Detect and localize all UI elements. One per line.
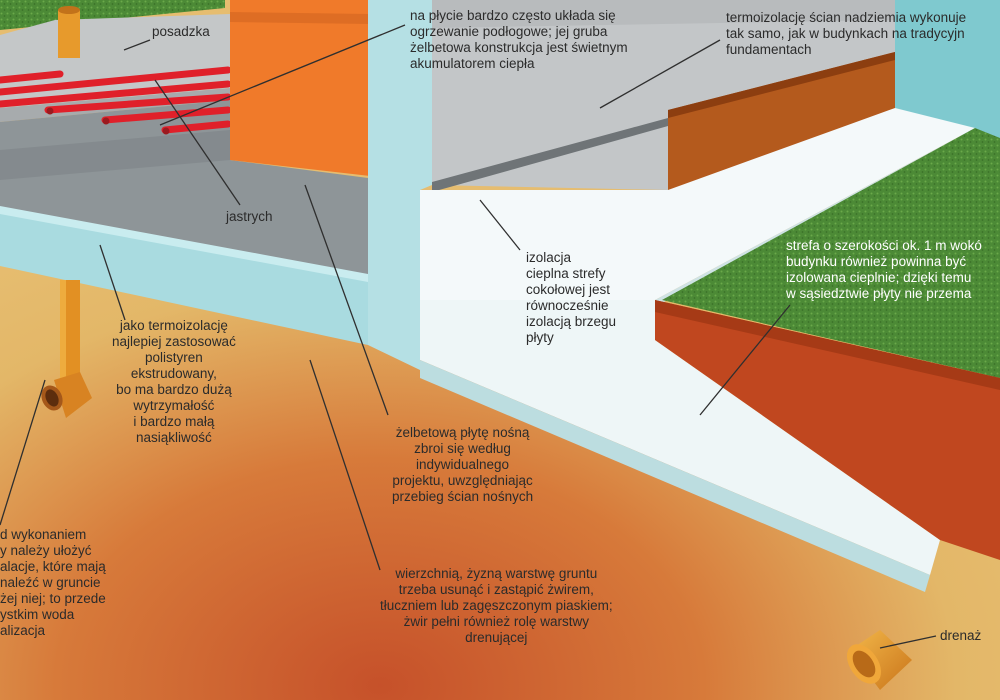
heating-pipe-icon	[44, 93, 232, 114]
heating-pipe-icon	[0, 66, 232, 96]
label-slab-reinforcement: żelbetową płytę nośną zbroi się według i…	[392, 425, 534, 504]
concrete-slab-shadow	[0, 130, 230, 180]
label-xps-polystyrene: jako termoizolację najlepiej zastosować …	[112, 318, 236, 445]
label-jastrych: jastrych	[226, 209, 273, 224]
grass-area	[662, 128, 1000, 378]
soil-wall-shade	[655, 300, 1000, 390]
leader-grunt	[309, 359, 381, 571]
heating-pipe-icon	[101, 106, 232, 124]
wall-above-ground	[432, 0, 895, 190]
heating-pipes	[0, 66, 232, 134]
brick-wall	[230, 0, 370, 176]
label-wall-insulation: termoizolację ścian nadziemia wykonuje t…	[726, 10, 967, 57]
vent-pipe-top	[58, 10, 80, 58]
drain-pipe-icon	[846, 630, 912, 690]
heating-pipe-ends	[46, 107, 170, 135]
wall-background-top-right	[895, 0, 1000, 150]
leader-instalacje	[0, 379, 46, 526]
leader-strefa	[699, 304, 791, 416]
label-utilities: d wykonaniem y należy ułożyć alacje, któ…	[0, 527, 106, 638]
perimeter-insulation-inner-edge	[655, 128, 975, 303]
label-drainage: drenaż	[940, 628, 982, 643]
wall-above-ground-shade	[432, 0, 895, 28]
wall-brown-cladding	[668, 52, 895, 195]
leader-jastrych	[154, 79, 241, 206]
xps-insulation-front	[0, 212, 368, 345]
perimeter-insulation-top	[420, 108, 975, 300]
plinth-insulation-column	[368, 0, 432, 370]
leader-izolacja-cokolowa	[479, 199, 521, 251]
brick-wall-top	[230, 12, 370, 24]
leader-drenaz	[879, 635, 937, 649]
perimeter-insulation-long	[420, 300, 940, 575]
perimeter-insulation-edge	[420, 360, 930, 592]
leader-lines	[0, 24, 937, 649]
label-perimeter-zone: strefa o szerokości ok. 1 m wokó budynku…	[786, 238, 982, 301]
leader-posadzka	[123, 39, 151, 51]
label-posadzka: posadzka	[152, 24, 210, 39]
leader-polistyren	[99, 244, 126, 321]
wall-brown-top	[668, 52, 895, 118]
vent-pipe-top-cap	[58, 6, 80, 14]
heating-pipe-icon	[0, 80, 232, 108]
drain-pipe-icon	[41, 280, 92, 418]
heating-pipe-icon	[0, 70, 64, 84]
label-plinth-insulation: izolacja cieplna strefy cokołowej jest r…	[526, 250, 617, 345]
wall-groove	[432, 118, 668, 192]
leader-zbrojenie	[304, 184, 389, 416]
label-soil-replacement: wierzchnią, żyzną warstwę gruntu trzeba …	[380, 566, 613, 645]
xps-insulation-top-edge	[0, 206, 368, 282]
leader-termoizolacja-scian	[599, 39, 721, 109]
leader-ogrzewanie	[159, 24, 406, 126]
label-underfloor-heating: na płycie bardzo często układa się ogrze…	[410, 8, 628, 71]
heating-pipe-icon	[161, 120, 232, 134]
